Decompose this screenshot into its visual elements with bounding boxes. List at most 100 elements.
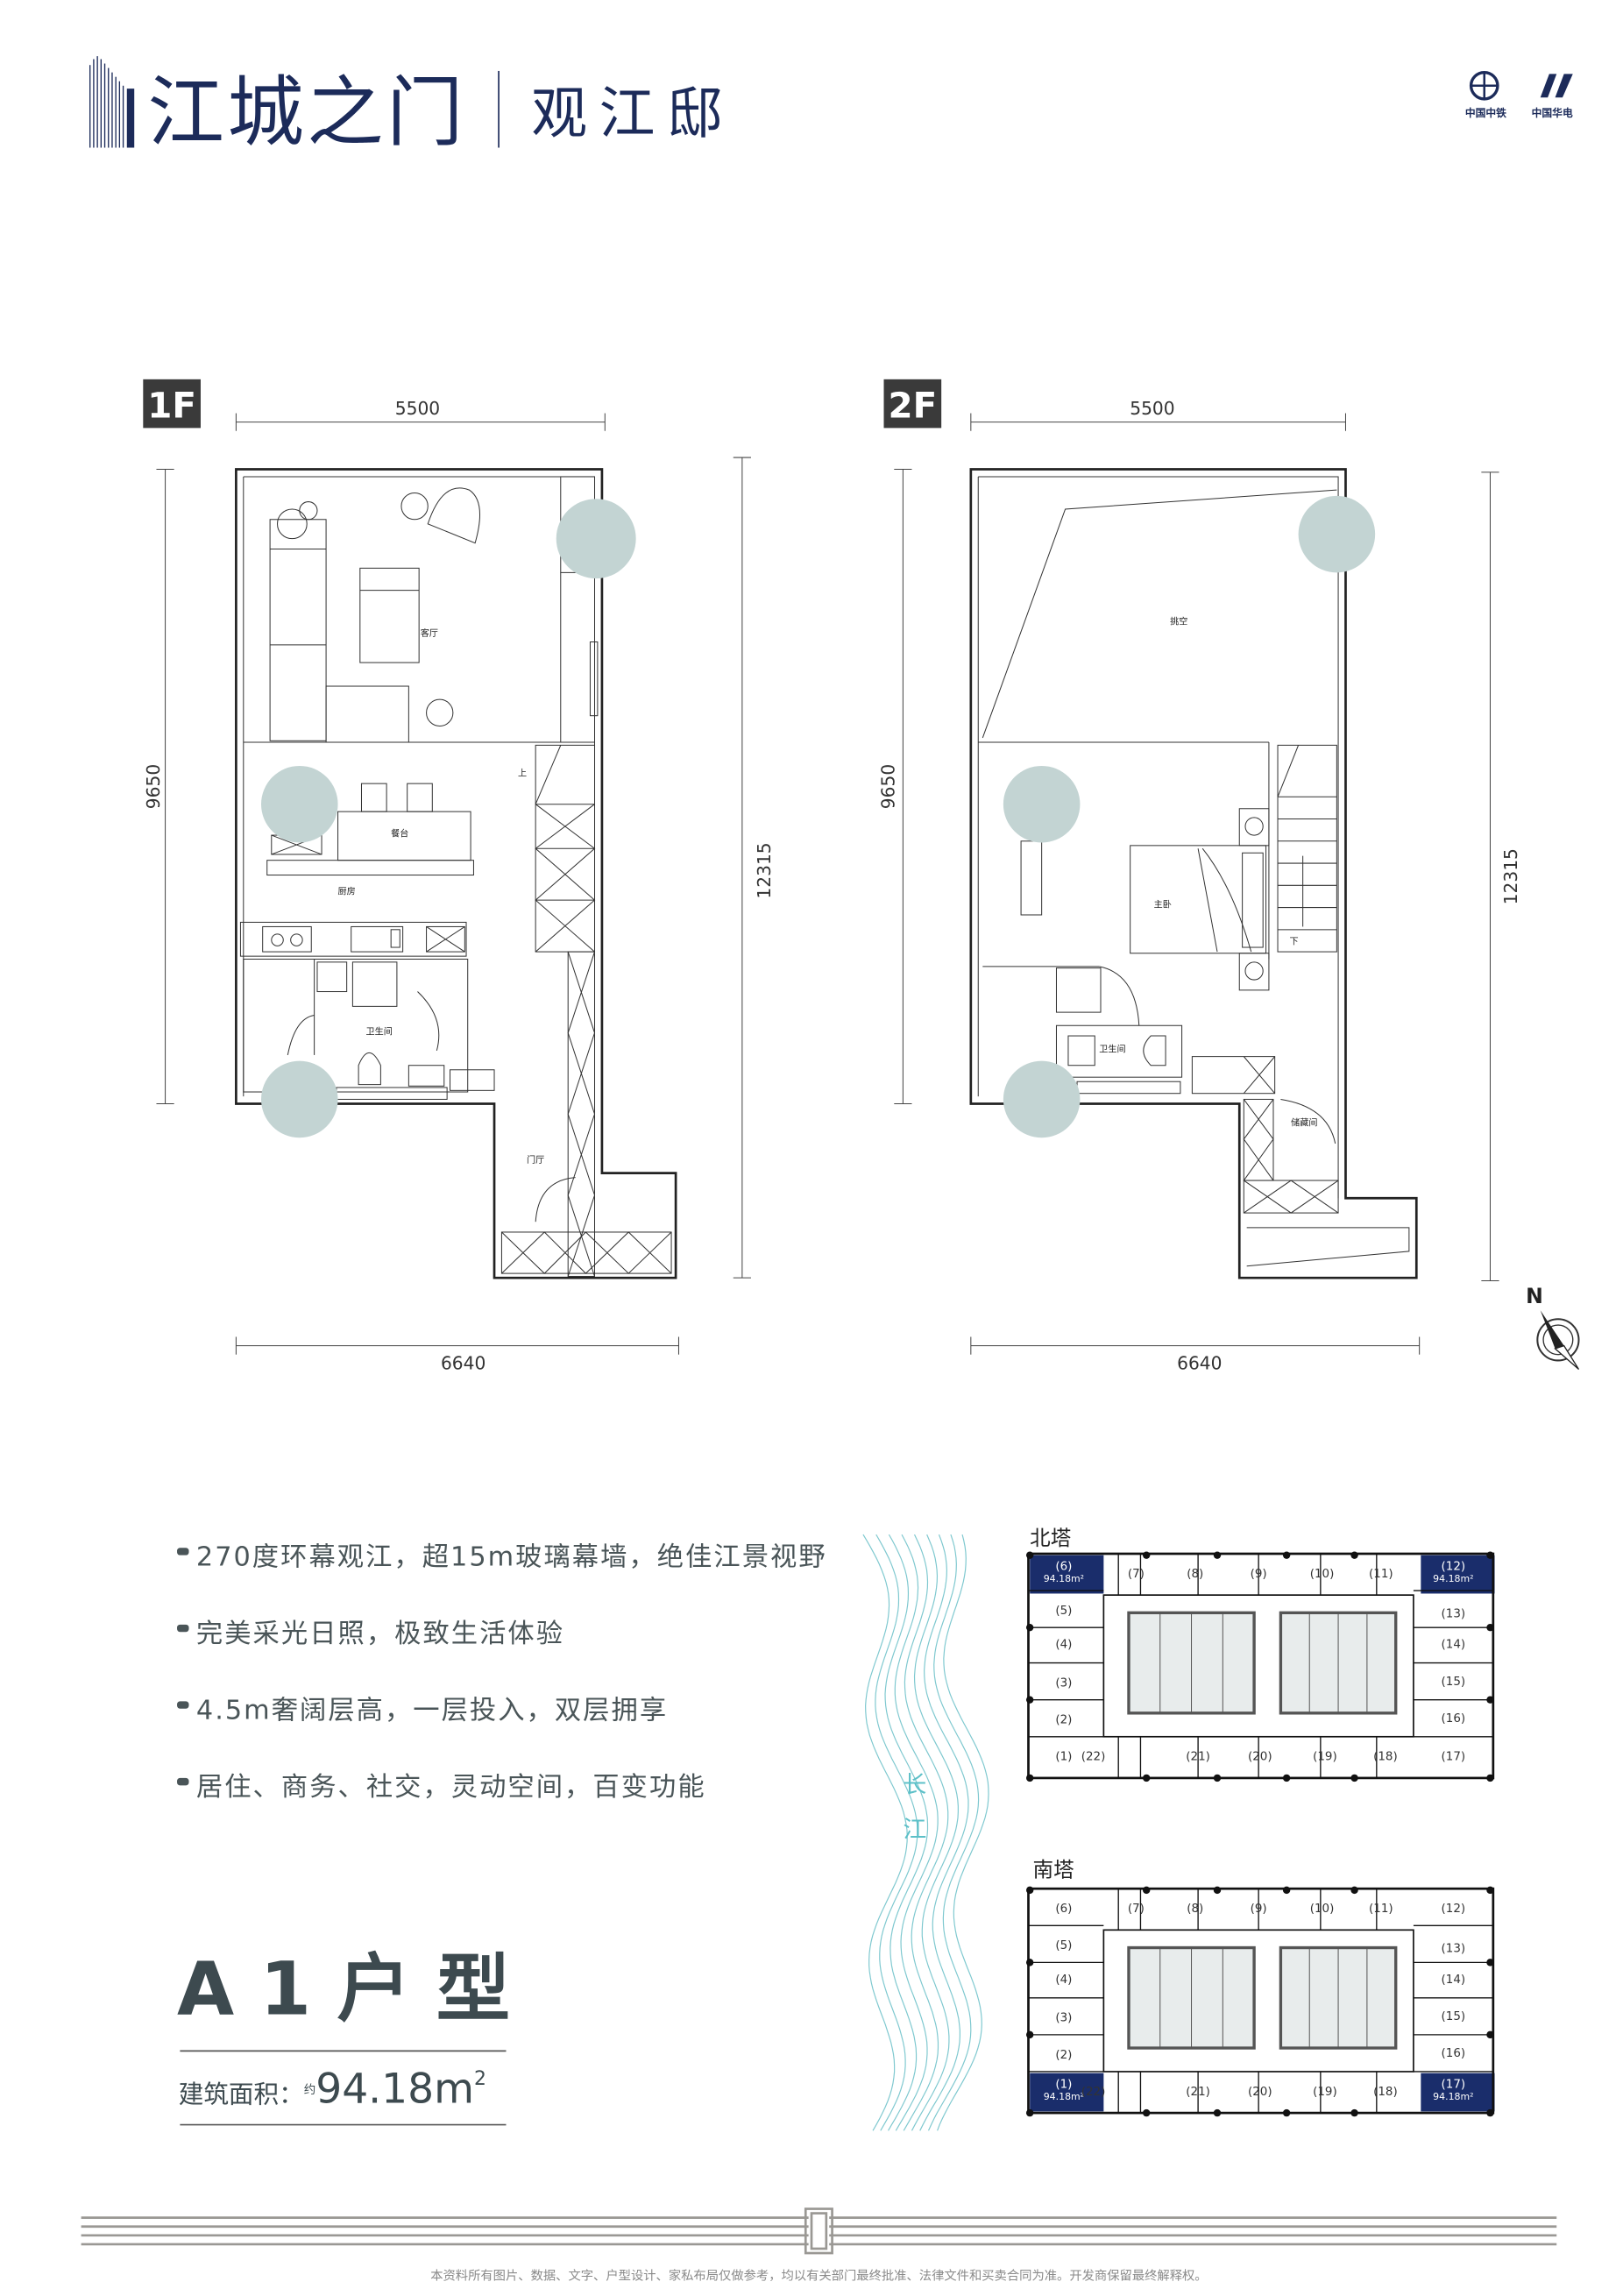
pillar bbox=[1486, 2030, 1494, 2039]
area-label-text: 建筑面积： bbox=[179, 2079, 304, 2108]
floor-label-badge bbox=[883, 379, 942, 429]
column-marker bbox=[1003, 765, 1081, 843]
pillar bbox=[1025, 1623, 1034, 1632]
pillar bbox=[1350, 1774, 1358, 1782]
logo-crcc-name: 中国中铁 bbox=[1465, 107, 1506, 119]
room-living: 客厅 bbox=[421, 627, 438, 639]
project-logo-icon bbox=[89, 56, 135, 148]
pillar bbox=[1213, 1886, 1222, 1895]
floor-label: 2F bbox=[888, 385, 937, 427]
river-wave-line bbox=[937, 1534, 989, 2131]
tower-name: 南塔 bbox=[1033, 1858, 1074, 1882]
unit-label: (18) bbox=[1373, 1751, 1398, 1764]
pillar bbox=[1486, 1551, 1494, 1559]
pillar bbox=[1025, 1959, 1034, 1966]
huadian-slash-icon bbox=[1540, 74, 1573, 98]
unit-label: (3) bbox=[1055, 2012, 1072, 2025]
river-wave-line bbox=[919, 1534, 969, 2131]
staircase-2f bbox=[1277, 744, 1337, 953]
pillar bbox=[1025, 2030, 1034, 2039]
unit-label: (4) bbox=[1055, 1974, 1072, 1987]
unit-label: (19) bbox=[1313, 2086, 1337, 2099]
river-wave-line bbox=[862, 1534, 908, 2131]
unit-label: (14) bbox=[1442, 1974, 1466, 1987]
river-label: 江 bbox=[903, 1816, 926, 1843]
floor-plan-2f: 2F 5500 9650 12315 6640 bbox=[877, 379, 1521, 1374]
room-master: 主卧 bbox=[1154, 899, 1172, 911]
unit-label: (6) bbox=[1055, 1561, 1072, 1574]
floor-label-badge bbox=[143, 379, 201, 429]
room-bath: 卫生间 bbox=[366, 1025, 393, 1037]
crcc-globe-icon bbox=[1469, 70, 1499, 101]
pillar bbox=[1486, 1774, 1494, 1782]
feature-item: 270度环幕观江，超15m玻璃幕墙，绝佳江景视野 bbox=[196, 1541, 827, 1572]
highlighted-unit bbox=[1421, 1555, 1495, 1594]
unit-label: (10) bbox=[1310, 1903, 1335, 1916]
dim-left: 9650 bbox=[877, 764, 898, 809]
pillar bbox=[1025, 2108, 1034, 2117]
dim-right: 12315 bbox=[1500, 848, 1521, 904]
unit-label: (1) bbox=[1055, 1751, 1072, 1764]
column-marker bbox=[261, 765, 338, 843]
dimension-lines bbox=[156, 413, 751, 1355]
bedroom-furniture bbox=[1020, 808, 1270, 991]
highlighted-unit bbox=[1030, 1555, 1104, 1594]
unit-label: (9) bbox=[1251, 1568, 1267, 1581]
unit-label: (8) bbox=[1187, 1568, 1203, 1581]
unit-label: (20) bbox=[1248, 1751, 1272, 1764]
bullet-marker bbox=[177, 1777, 189, 1786]
unit-label: (16) bbox=[1442, 1712, 1466, 1726]
pillar bbox=[1025, 1696, 1034, 1704]
pillar bbox=[1213, 1551, 1222, 1559]
unit-label: (6) bbox=[1055, 1903, 1072, 1916]
pillar bbox=[1350, 1551, 1358, 1559]
room-void: 挑空 bbox=[1170, 615, 1187, 627]
unit-label: (18) bbox=[1373, 2086, 1398, 2099]
unit-label: (9) bbox=[1251, 1903, 1267, 1916]
unit-label: (2) bbox=[1055, 1714, 1072, 1727]
column-marker bbox=[261, 1060, 338, 1138]
dim-top: 5500 bbox=[395, 398, 440, 419]
staircase-1f bbox=[500, 744, 672, 1277]
stair-down-label: 下 bbox=[1290, 938, 1299, 947]
pillar bbox=[1350, 1886, 1358, 1895]
pillar bbox=[1486, 1959, 1494, 1966]
unit-label: (7) bbox=[1128, 1903, 1145, 1916]
unit-label: (4) bbox=[1055, 1639, 1072, 1652]
tower-plan-south: 南塔 (1)94.18m²(2)(3)(4)(5)(6)(7)(8)(9)(10… bbox=[1025, 1858, 1495, 2117]
pillar bbox=[1282, 2108, 1291, 2117]
tower-name: 北塔 bbox=[1030, 1526, 1071, 1550]
room-bath: 卫生间 bbox=[1099, 1044, 1125, 1055]
floor-plan-1f: 1F 5500 9650 12315 6640 bbox=[143, 379, 775, 1374]
unit-label: (21) bbox=[1186, 2086, 1210, 2099]
unit-label: (21) bbox=[1186, 1751, 1210, 1764]
pillar bbox=[1213, 1774, 1222, 1782]
pillar bbox=[1486, 2108, 1494, 2117]
river-label: 长 bbox=[903, 1772, 926, 1799]
living-furniture bbox=[269, 487, 599, 743]
dim-right: 12315 bbox=[754, 842, 775, 898]
approx-badge: 约 bbox=[304, 2083, 315, 2097]
unit-label: (8) bbox=[1187, 1903, 1203, 1916]
feature-item: 完美采光日照，极致生活体验 bbox=[196, 1619, 564, 1649]
room-kitchen: 厨房 bbox=[338, 885, 356, 896]
dim-bottom: 6640 bbox=[1177, 1353, 1222, 1374]
logo-huadian-name: 中国华电 bbox=[1532, 107, 1573, 119]
unit-label: (22) bbox=[1081, 2086, 1106, 2099]
pillar bbox=[1142, 1886, 1151, 1895]
river-wave-line bbox=[875, 1534, 918, 2131]
disclaimer: 本资料所有图片、数据、文字、户型设计、家私布局仅做参考，均以有关部门最终批准、法… bbox=[430, 2268, 1207, 2283]
pillar bbox=[1142, 2108, 1151, 2117]
unit-label: (20) bbox=[1248, 2086, 1272, 2099]
pillar bbox=[1486, 1623, 1494, 1632]
pillar bbox=[1350, 2108, 1358, 2117]
pillar bbox=[1282, 1551, 1291, 1559]
sub-name: 观江邸 bbox=[531, 82, 734, 147]
river-graphic bbox=[862, 1534, 989, 2131]
unit-label: (2) bbox=[1055, 2049, 1072, 2062]
floor-label: 1F bbox=[147, 385, 196, 427]
bullet-marker bbox=[177, 1624, 189, 1633]
walls bbox=[969, 468, 1418, 1279]
feature-item: 居住、商务、社交，灵动空间，百变功能 bbox=[196, 1772, 706, 1803]
